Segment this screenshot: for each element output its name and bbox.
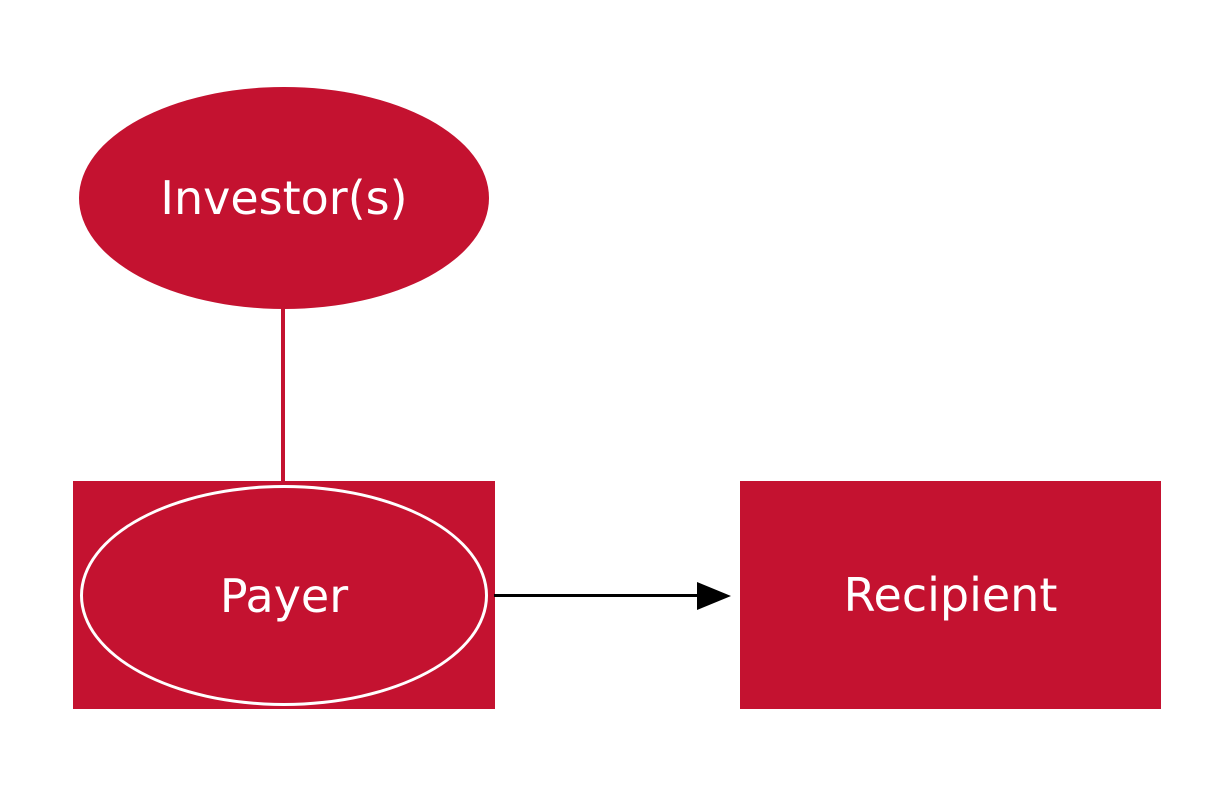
investor-node: Investor(s) [79,87,489,309]
recipient-label: Recipient [843,568,1058,622]
payer-recipient-arrow-line [494,594,699,597]
payer-inner-ellipse: Payer [80,485,488,706]
investor-label: Investor(s) [160,171,408,225]
investor-payer-connector [281,308,285,483]
arrow-head-icon [697,582,731,610]
payer-label: Payer [219,568,349,623]
recipient-node: Recipient [740,481,1161,709]
